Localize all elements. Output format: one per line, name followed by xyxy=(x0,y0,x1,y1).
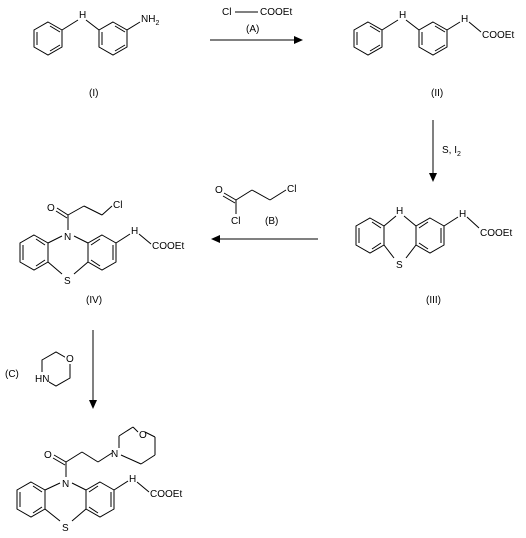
reaction-arrow-3 xyxy=(211,235,318,243)
reagent-b: O Cl Cl (B) xyxy=(215,184,296,227)
ester-label: COOEt xyxy=(260,7,292,18)
reagent-label-b: (B) xyxy=(265,216,278,227)
compound-label-i: (I) xyxy=(89,88,98,99)
compound-i: H NH2 (I) xyxy=(33,10,159,99)
amine-h-label: H xyxy=(79,10,86,21)
ring-nh-label: H xyxy=(396,206,403,217)
reagent-label-c: (C) xyxy=(5,369,19,380)
benzene-ring xyxy=(98,21,128,56)
benzene-ring xyxy=(87,234,117,271)
compound-ii: H H COOEt (II) xyxy=(353,10,514,99)
amide-h-label: H xyxy=(129,474,136,485)
morpholine-nitrogen-label: N xyxy=(111,449,118,460)
ester-label: COOEt xyxy=(150,489,182,500)
compound-label-ii: (II) xyxy=(431,88,443,99)
alkyl-chloride-label: Cl xyxy=(287,184,296,195)
benzene-ring xyxy=(19,234,49,271)
acyl-chloride-label: Cl xyxy=(231,216,240,227)
ester-label: COOEt xyxy=(482,30,514,41)
reaction-arrow-1 xyxy=(210,36,303,44)
chloro-label: Cl xyxy=(113,200,122,211)
benzene-ring xyxy=(415,217,445,254)
morpholine-nh-label: HN xyxy=(35,374,49,385)
reagent-a: Cl COOEt (A) xyxy=(222,7,292,35)
benzene-ring xyxy=(353,21,383,56)
amide-h-label: H xyxy=(459,209,466,220)
morpholine-oxygen-label: O xyxy=(66,354,74,365)
compound-iii: H S H COOEt (III) xyxy=(355,206,512,306)
benzene-ring xyxy=(33,21,63,56)
benzene-ring xyxy=(16,481,46,518)
reagent-c: (C) HN O xyxy=(5,351,75,387)
sulfur-iodine-reagent: S, I2 xyxy=(442,145,461,158)
amide-h-label: H xyxy=(461,14,468,25)
ring-nitrogen-label: N xyxy=(62,479,69,490)
ring-sulfur-label: S xyxy=(62,523,69,534)
ring-sulfur-label: S xyxy=(64,276,71,287)
benzene-ring xyxy=(355,217,385,254)
ester-label: COOEt xyxy=(480,228,512,239)
ester-label: COOEt xyxy=(152,241,184,252)
compound-iv: O Cl N S H COOEt (IV) xyxy=(19,200,184,306)
amine-h-label: H xyxy=(399,10,406,21)
benzene-ring xyxy=(85,481,115,518)
morpholine-oxygen-label: O xyxy=(139,430,147,441)
compound-label-iv: (IV) xyxy=(86,295,102,306)
ring-nitrogen-label: N xyxy=(64,232,71,243)
amino-group-label: NH2 xyxy=(141,14,159,27)
reaction-arrow-4 xyxy=(89,330,97,409)
benzene-ring xyxy=(418,21,448,56)
reaction-arrow-2 xyxy=(429,120,437,182)
final-product: O N O N S H COOEt xyxy=(16,426,182,534)
amide-h-label: H xyxy=(131,226,138,237)
carbonyl-oxygen-label: O xyxy=(44,450,52,461)
carbonyl-oxygen-label: O xyxy=(47,203,55,214)
compound-label-iii: (III) xyxy=(426,295,441,306)
reagent-label-a: (A) xyxy=(246,24,259,35)
chloro-label: Cl xyxy=(222,7,231,18)
ring-sulfur-label: S xyxy=(396,260,403,271)
carbonyl-oxygen-label: O xyxy=(215,185,223,196)
